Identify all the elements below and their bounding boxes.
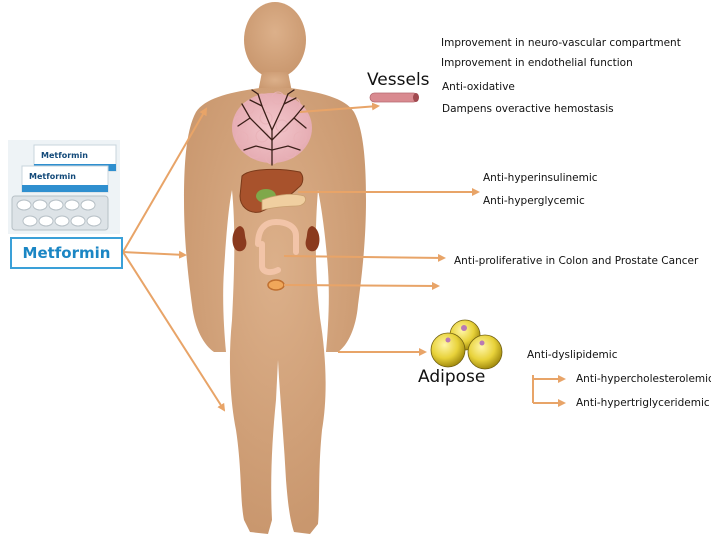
arrow-to-vessels: [299, 102, 380, 113]
adipose-branch-arrows: [532, 375, 566, 407]
vessel-effect-4: Dampens overactive hemostasis: [442, 103, 614, 115]
adipose-effect-sub-2: Anti-hypertriglyceridemic: [576, 397, 710, 409]
vessel-effect-2: Improvement in endothelial function: [441, 57, 633, 69]
adipose-cells-icon: [430, 319, 503, 370]
tablet-blister: [11, 195, 109, 231]
kidneys: [232, 226, 320, 252]
vessel-tube-icon: [369, 92, 419, 103]
liver-effect-2: Anti-hyperglycemic: [483, 195, 585, 207]
adipose-effect-main: Anti-dyslipidemic: [527, 349, 618, 361]
vessel-effect-3: Anti-oxidative: [442, 81, 515, 93]
arrow-to-upper-body: [122, 107, 208, 253]
arrow-to-lower-body: [122, 251, 226, 412]
package-brand-1: Metformin: [41, 151, 88, 160]
vessel-effect-1: Improvement in neuro-vascular compartmen…: [441, 37, 681, 49]
liver-effect-1: Anti-hyperinsulinemic: [483, 172, 598, 184]
adipose-effect-sub-1: Anti-hypercholesterolemic: [576, 373, 711, 385]
metformin-package-image: Metformin Metformin: [8, 140, 120, 234]
arrow-to-cancer-effect: [283, 253, 446, 262]
arrow-to-prostate: [283, 281, 440, 290]
metformin-label: Metformin: [22, 244, 111, 262]
lung-vessel-tree: [232, 89, 312, 166]
arrows: [122, 102, 480, 412]
adipose-label: Adipose: [418, 367, 486, 387]
liver-pancreas: [239, 168, 306, 213]
metformin-label-box: Metformin: [10, 237, 123, 269]
human-body-silhouette: [184, 2, 366, 534]
arrow-to-mid-body: [122, 250, 187, 259]
prostate: [267, 279, 285, 291]
cancer-effect: Anti-proliferative in Colon and Prostate…: [454, 255, 699, 267]
package-brand-2: Metformin: [29, 172, 76, 181]
vessels-label: Vessels: [367, 70, 430, 90]
colon: [255, 218, 299, 276]
